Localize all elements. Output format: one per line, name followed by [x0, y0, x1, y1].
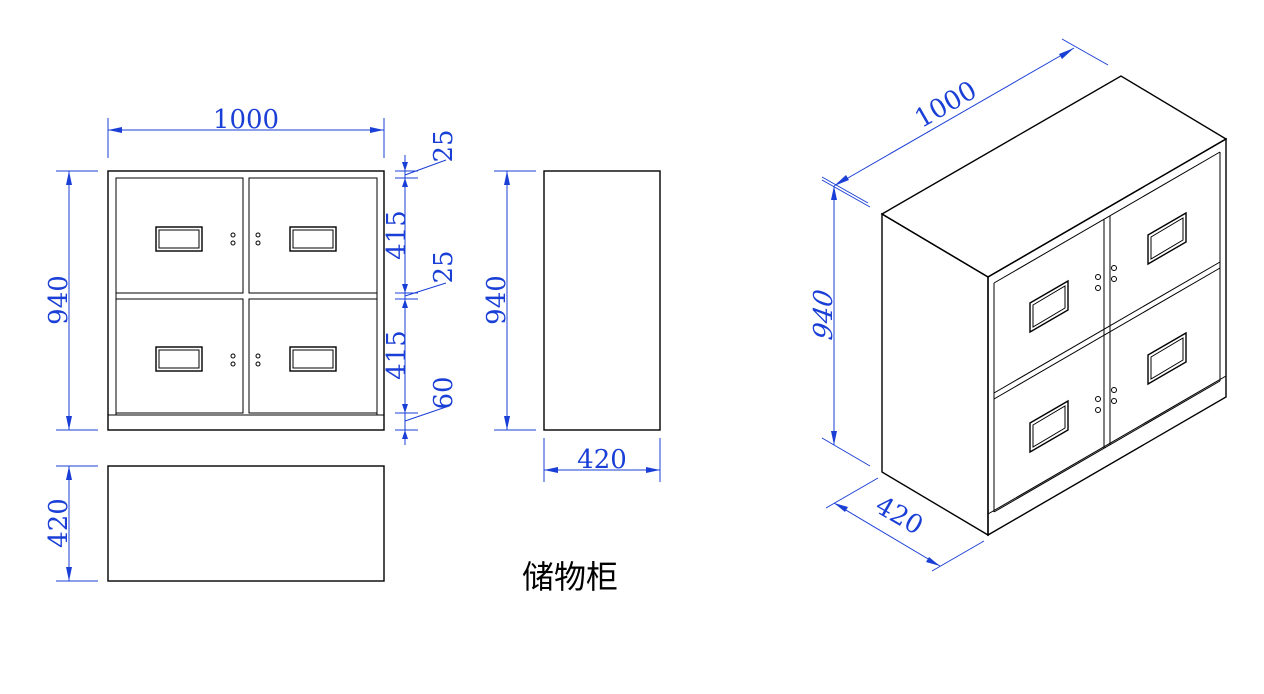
front-view: 1000 940 — [44, 105, 459, 445]
front-outline — [107, 170, 385, 431]
iso-label-frames — [1029, 211, 1187, 454]
top-depth-label: 420 — [44, 498, 74, 548]
door-bottom-right — [248, 298, 378, 414]
lock-icons — [230, 232, 261, 367]
iso-lock-icons — [1095, 265, 1117, 413]
front-width-dimension: 1000 — [107, 105, 385, 158]
segment-2-label: 415 — [382, 210, 412, 260]
segment-3-label: 25 — [429, 250, 459, 283]
side-depth-label: 420 — [577, 445, 627, 475]
iso-width-label: 1000 — [910, 76, 982, 135]
segment-4-label: 415 — [382, 330, 412, 380]
side-view: 940 420 — [482, 170, 661, 482]
iso-depth-label: 420 — [870, 491, 928, 542]
iso-width-dimension: 1000 — [821, 38, 1109, 204]
door-bottom-left — [115, 298, 244, 414]
side-outline — [543, 170, 661, 431]
isometric-view: 1000 940 420 — [809, 38, 1228, 572]
segment-1-label: 25 — [429, 129, 459, 162]
top-view: 420 — [44, 465, 385, 582]
iso-front-face — [987, 137, 1227, 537]
iso-depth-dimension: 420 — [825, 477, 985, 572]
iso-height-label: 940 — [809, 285, 839, 346]
front-height-dimension: 940 — [44, 170, 98, 431]
side-height-label: 940 — [482, 275, 512, 325]
drawing-title: 储物柜 — [522, 558, 618, 596]
front-chain-dimension: 25 415 25 415 60 — [382, 129, 459, 445]
iso-doors — [993, 216, 1221, 448]
label-frames — [155, 226, 337, 372]
segment-5-label: 60 — [429, 376, 459, 409]
iso-height-dimension: 940 — [809, 179, 871, 467]
front-height-label: 940 — [44, 275, 74, 325]
side-depth-dimension: 420 — [543, 438, 661, 482]
door-top-left — [115, 177, 244, 294]
side-height-dimension: 940 — [482, 170, 536, 431]
iso-side-face — [881, 212, 989, 537]
front-width-label: 1000 — [213, 105, 279, 135]
top-depth-dimension: 420 — [44, 465, 98, 582]
door-top-right — [248, 177, 378, 294]
top-outline — [107, 465, 385, 582]
